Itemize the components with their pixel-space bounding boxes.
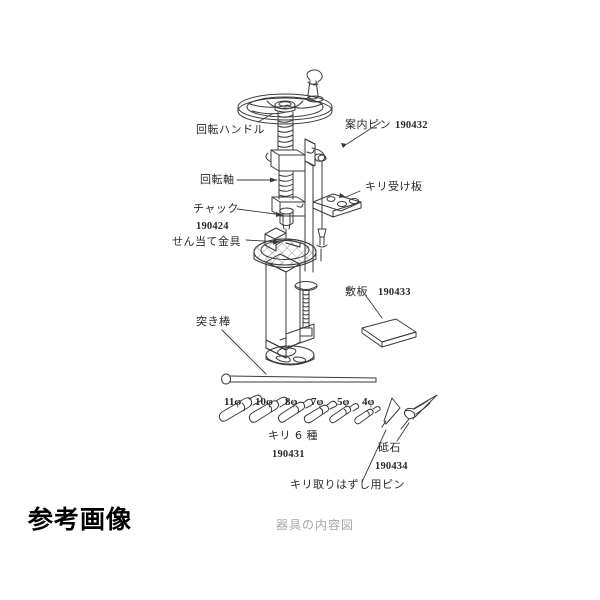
drill-bits-graphic [218, 394, 381, 425]
diagram-caption: 器具の内容図 [276, 518, 355, 532]
callout-chuck-number: 190424 [196, 221, 229, 232]
callout-guide-pin-number: 190432 [395, 120, 428, 131]
callout-drill-set-number: 190431 [272, 449, 305, 460]
drill-bit-size-label: 11φ [224, 396, 242, 408]
callout-guide-pin: 案内ピン [345, 118, 391, 131]
guide-pin-rod-graphic [316, 160, 328, 262]
drill-bit-size-label: 7φ [311, 396, 324, 408]
upper-threaded-shaft-graphic [277, 111, 294, 151]
callout-rotary-handle: 回転ハンドル [196, 123, 265, 136]
knurled-table-graphic [253, 238, 317, 268]
mid-threaded-shaft-graphic [278, 170, 294, 200]
base-plate-graphic [361, 318, 417, 348]
drill-rest-plate-graphic [312, 193, 362, 218]
drill-bit-size-label: 8φ [285, 396, 298, 408]
callout-base-plate: 敷板 [345, 285, 368, 298]
callout-whetstone-number: 190434 [375, 461, 408, 472]
callout-drill-rest-plate: キリ受け板 [365, 180, 423, 193]
callout-chuck: チャック [193, 202, 239, 215]
callout-base-plate-number: 190433 [378, 287, 411, 298]
callout-stop-bracket: せん当て金具 [172, 235, 241, 248]
callout-push-rod: 突き棒 [196, 315, 231, 328]
clamp-screw-graphic [294, 281, 318, 337]
clamp-base-graphic [265, 323, 315, 359]
callout-drill-set: キリ 6 種 [268, 429, 318, 442]
reference-image-watermark: 参考画像 [28, 505, 133, 534]
drill-bit-size-label: 10φ [255, 396, 273, 408]
main-body-graphic [265, 253, 301, 351]
hand-wheel-graphic [237, 93, 333, 125]
removal-pin-graphic [381, 397, 401, 428]
drill-bit-size-label: 5φ [337, 396, 350, 408]
callout-removal-pin: キリ取りはずし用ピン [290, 478, 405, 491]
foot-plate-graphic [265, 345, 315, 366]
drill-bit-size-label: 4φ [362, 396, 375, 408]
push-rod-graphic [221, 373, 377, 385]
leader-arrowheads [270, 143, 347, 245]
callout-whetstone: 砥石 [378, 441, 401, 454]
callout-rotary-shaft: 回転軸 [200, 173, 235, 186]
whetstone-graphic [400, 394, 438, 430]
head-block-graphic [265, 138, 327, 172]
chuck-graphic [279, 207, 294, 230]
